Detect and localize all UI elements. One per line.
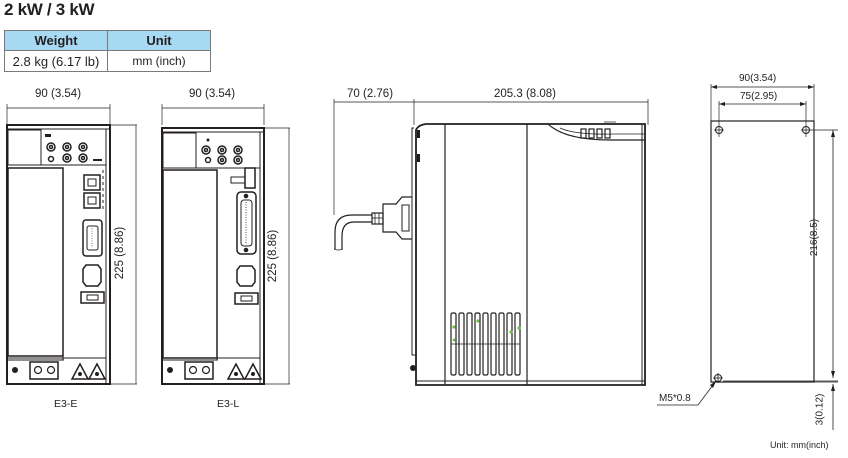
e3-e-caption: E3-E: [54, 398, 78, 410]
screw-label: M5*0.8: [659, 393, 691, 404]
weight-value: 2.8 kg (6.17 lb): [4, 50, 108, 72]
page-title: 2 kW / 3 kW: [4, 0, 95, 19]
front-view-e3-e: [6, 104, 137, 385]
weight-header: Weight: [4, 30, 108, 51]
mount-hole-height-dim: 216(8.5): [809, 218, 821, 257]
spec-table: Weight Unit 2.8 kg (6.17 lb) mm (inch): [4, 30, 211, 72]
unit-value: mm (inch): [107, 50, 211, 72]
side-depth-dim: 205.3 (8.08): [494, 88, 557, 100]
e3-e-width-dim: 90 (3.54): [35, 88, 82, 100]
side-cable-dim: 70 (2.76): [347, 88, 394, 100]
mount-hole-spacing-dim: 75(2.95): [740, 91, 778, 102]
spec-table-row: 2.8 kg (6.17 lb) mm (inch): [4, 50, 211, 72]
mount-outer-width-dim: 90(3.54): [739, 73, 777, 84]
e3-l-height-dim: 225 (8.86): [267, 229, 280, 283]
unit-header: Unit: [107, 30, 211, 51]
front-view-e3-l: [161, 104, 290, 385]
mount-bottom-offset-dim: 3(0.12): [814, 393, 826, 426]
side-view: [333, 99, 649, 386]
e3-l-caption: E3-L: [217, 398, 240, 410]
e3-e-height-dim: 225 (8.86): [114, 226, 127, 280]
e3-l-width-dim: 90 (3.54): [189, 88, 236, 100]
mounting-view: [657, 84, 838, 430]
spec-table-header-row: Weight Unit: [4, 30, 211, 51]
unit-note: Unit: mm(inch): [770, 440, 829, 450]
